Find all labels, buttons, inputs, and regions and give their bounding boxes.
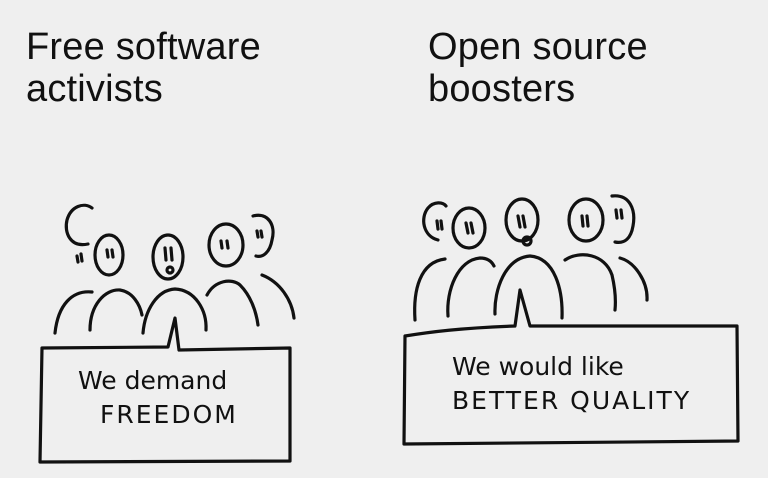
- speech-line-2: BETTER QUALITY: [452, 386, 692, 415]
- speech-bubble-free-software: We demand FREEDOM: [78, 364, 238, 432]
- speech-bubble-open-source: We would like BETTER QUALITY: [452, 350, 691, 418]
- speech-line-2: FREEDOM: [100, 400, 238, 429]
- crowd-open-source-icon: [402, 194, 740, 446]
- speech-line-1: We would like: [452, 352, 624, 381]
- speech-line-1: We demand: [78, 366, 228, 395]
- panel-heading-open-source: Open source boosters: [428, 26, 648, 110]
- panel-heading-free-software: Free software activists: [26, 26, 261, 110]
- crowd-free-software-icon: [38, 203, 296, 464]
- heading-line-1: Open source: [428, 26, 648, 68]
- heading-line-1: Free software: [26, 26, 261, 68]
- heading-line-2: boosters: [428, 68, 576, 110]
- heading-line-2: activists: [26, 68, 163, 110]
